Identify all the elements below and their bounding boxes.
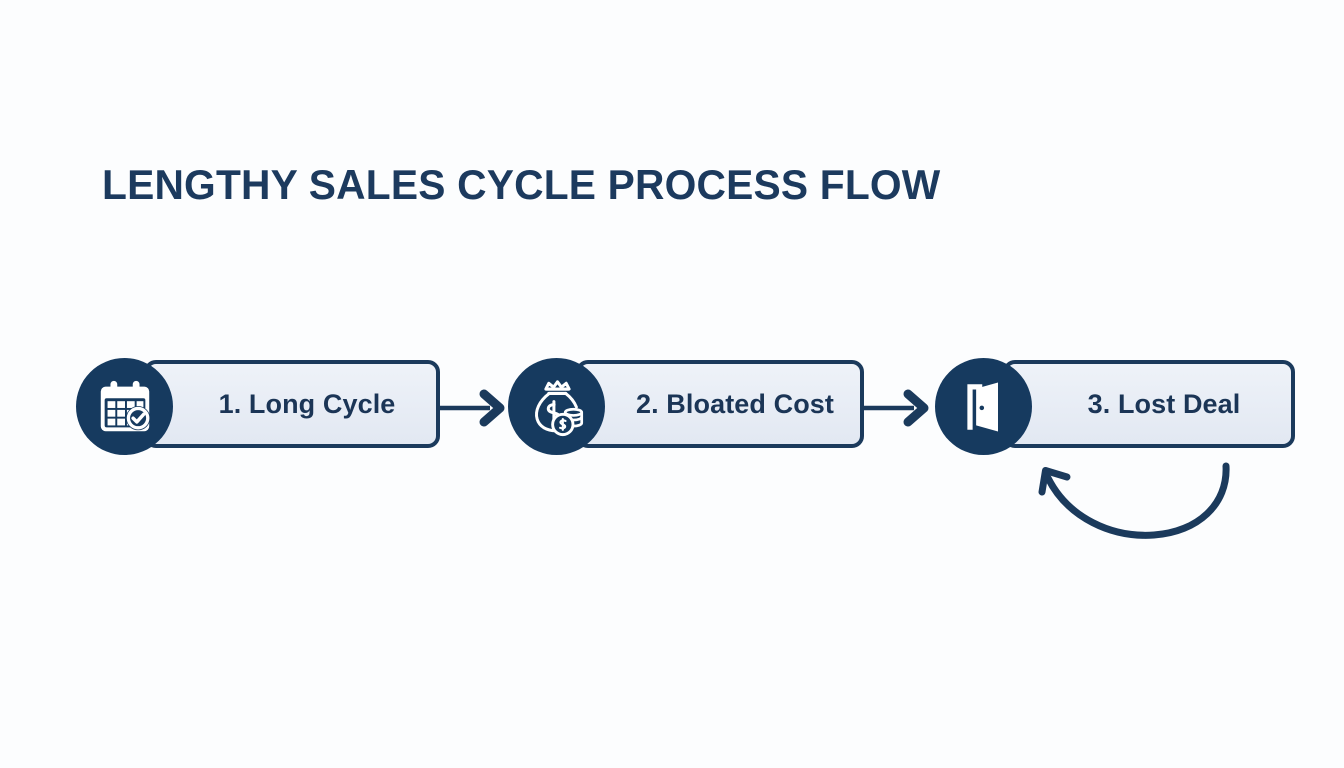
arrow-node1-to-node2 (440, 386, 512, 430)
open-door-icon (935, 358, 1032, 455)
flow-node-label: 2. Bloated Cost (635, 388, 835, 419)
calendar-check-icon (76, 358, 173, 455)
money-bag-coins-icon (508, 358, 605, 455)
arrow-node2-to-node3 (864, 386, 938, 430)
flow-node-lost-deal[interactable]: 3. Lost Deal (935, 358, 1295, 458)
flow-node-label: 3. Lost Deal (1087, 388, 1241, 419)
flow-node-box: 2. Bloated Cost (576, 360, 864, 448)
flow-node-long-cycle[interactable]: 1. Long Cycle (76, 358, 440, 458)
flow-node-box: 1. Long Cycle (144, 360, 440, 448)
loop-back-arrow (1020, 452, 1250, 562)
flow-node-box: 3. Lost Deal (1003, 360, 1295, 448)
page-title: LENGTHY SALES CYCLE PROCESS FLOW (102, 161, 941, 208)
flow-node-bloated-cost[interactable]: 2. Bloated Cost (508, 358, 864, 458)
flow-node-label: 1. Long Cycle (218, 388, 396, 419)
